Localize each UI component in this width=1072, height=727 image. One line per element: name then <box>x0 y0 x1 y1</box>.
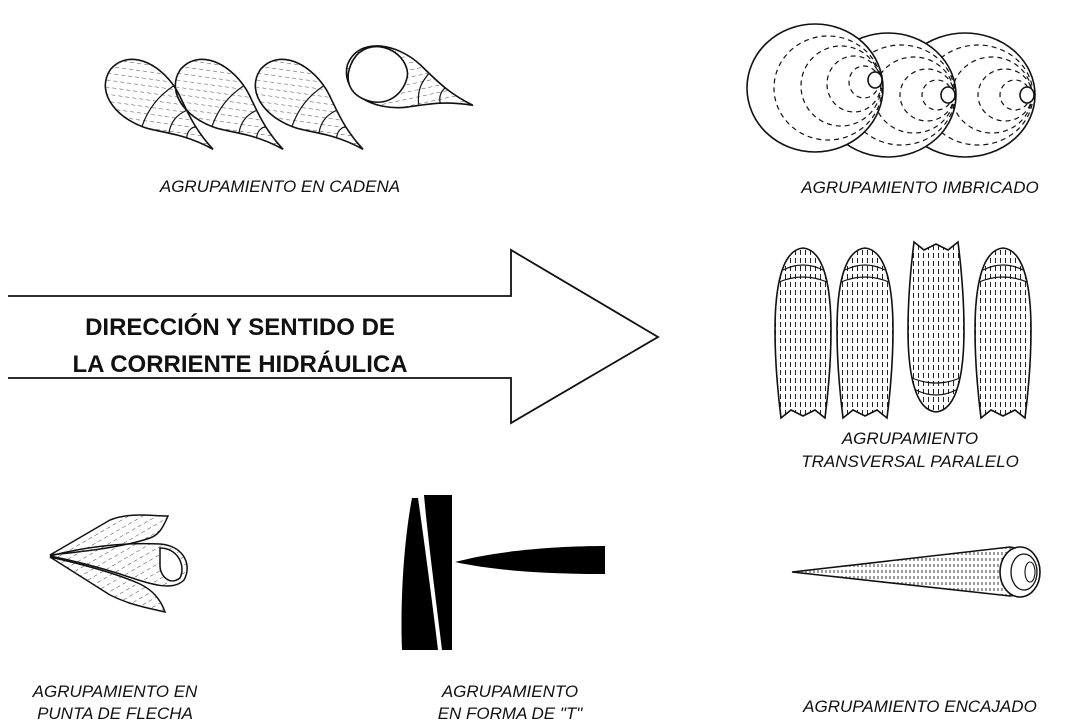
transverse-shell-4 <box>975 248 1031 418</box>
label-nested: AGRUPAMIENTO ENCAJADO <box>785 696 1055 717</box>
nested-cone <box>792 547 1034 596</box>
label-arrowhead-line-2: PUNTA DE FLECHA <box>0 703 230 724</box>
t-shape-shells-illustration <box>401 495 605 650</box>
arrowhead-shells-illustration <box>50 515 187 612</box>
imbricated-shell-1 <box>747 24 883 152</box>
transverse-parallel-shells-illustration <box>775 242 1031 418</box>
label-t-shape-line-1: AGRUPAMIENTO <box>400 681 620 702</box>
arrow-text-line-2: LA CORRIENTE HIDRÁULICA <box>40 349 440 381</box>
transverse-shell-2 <box>837 248 893 418</box>
chain-shell-4 <box>338 37 482 133</box>
label-t-shape-line-2: EN FORMA DE "T" <box>400 703 620 724</box>
label-transverse-line-1: AGRUPAMIENTO <box>790 428 1030 449</box>
label-arrowhead-line-1: AGRUPAMIENTO EN <box>0 681 230 702</box>
label-chain: AGRUPAMIENTO EN CADENA <box>130 176 430 197</box>
chain-shells-illustration <box>93 37 482 172</box>
nested-shells-illustration <box>792 547 1040 597</box>
t-shape-horizontal <box>455 546 605 574</box>
arrow-text-line-1: DIRECCIÓN Y SENTIDO DE <box>40 312 440 344</box>
label-imbricated: AGRUPAMIENTO IMBRICADO <box>770 177 1070 198</box>
transverse-shell-1 <box>775 248 831 418</box>
imbricated-shells-illustration <box>747 24 1035 157</box>
transverse-shell-3 <box>908 242 964 412</box>
label-transverse-line-2: TRANSVERSAL PARALELO <box>790 451 1030 472</box>
